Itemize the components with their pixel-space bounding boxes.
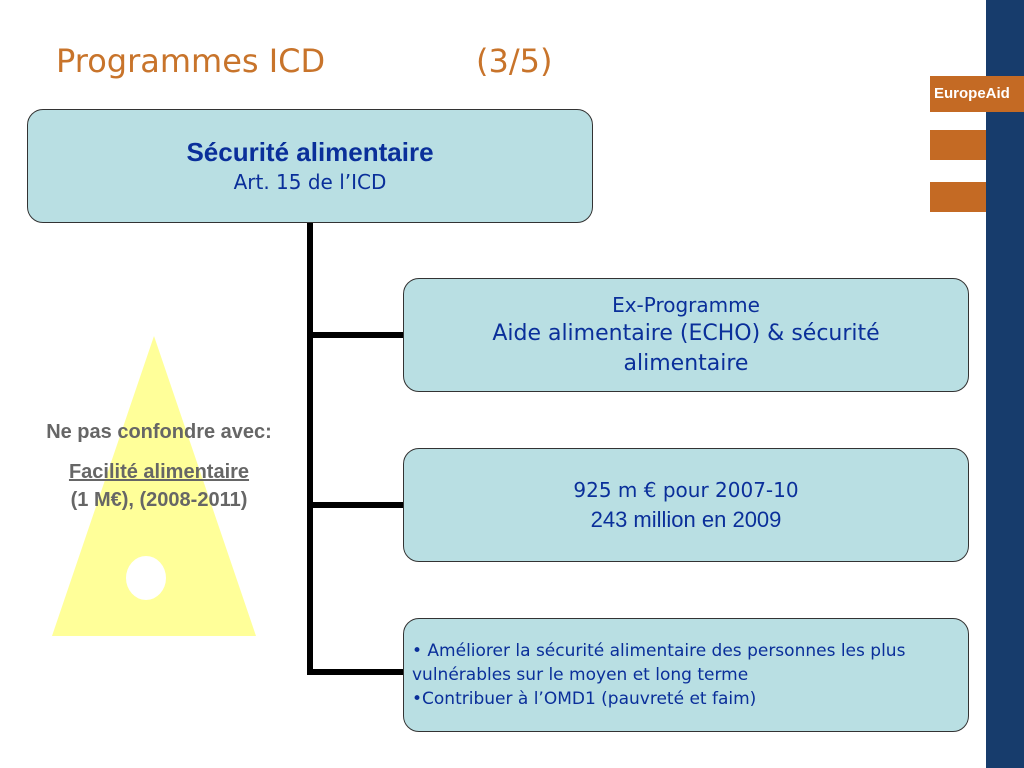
accent-bar-2	[930, 182, 986, 212]
objectives-box: • Améliorer la sécurité alimentaire des …	[403, 618, 969, 732]
ex-programme-label: Ex-Programme	[612, 293, 760, 317]
slide-title-text: Programmes ICD	[56, 42, 326, 80]
budget-2009: 243 million en 2009	[590, 507, 782, 532]
main-programme-title: Sécurité alimentaire	[186, 137, 434, 167]
slide-part-number: (3/5)	[476, 42, 553, 80]
main-programme-box: Sécurité alimentaire Art. 15 de l’ICD	[27, 109, 593, 223]
warning-triangle	[52, 336, 256, 636]
objective-item: • Améliorer la sécurité alimentaire des …	[412, 641, 906, 685]
europeaid-logo: EuropeAid	[930, 76, 1024, 112]
objective-item: •Contribuer à l’OMD1 (pauvreté et faim)	[412, 689, 757, 709]
sidebar-band	[986, 0, 1024, 768]
warning-icon	[52, 336, 256, 636]
facilite-alimentaire-link[interactable]: Facilité alimentaire	[68, 461, 250, 483]
warning-note-detail: (1 M€), (2008-2011)	[70, 489, 248, 511]
budget-total: 925 m € pour 2007-10	[573, 478, 799, 502]
warning-note-intro: Ne pas confondre avec:	[46, 421, 272, 443]
warning-exclamation-dot	[126, 556, 166, 600]
slide-title: Programmes ICD (3/5)	[56, 42, 552, 86]
warning-note: Ne pas confondre avec: Facilité alimenta…	[30, 418, 288, 514]
main-programme-article: Art. 15 de l’ICD	[233, 170, 387, 194]
ex-programme-box: Ex-Programme Aide alimentaire (ECHO) & s…	[403, 278, 969, 392]
accent-bar-1	[930, 130, 986, 160]
budget-box: 925 m € pour 2007-10 243 million en 2009	[403, 448, 969, 562]
ex-programme-name: Aide alimentaire (ECHO) & sécurité alime…	[492, 321, 880, 376]
